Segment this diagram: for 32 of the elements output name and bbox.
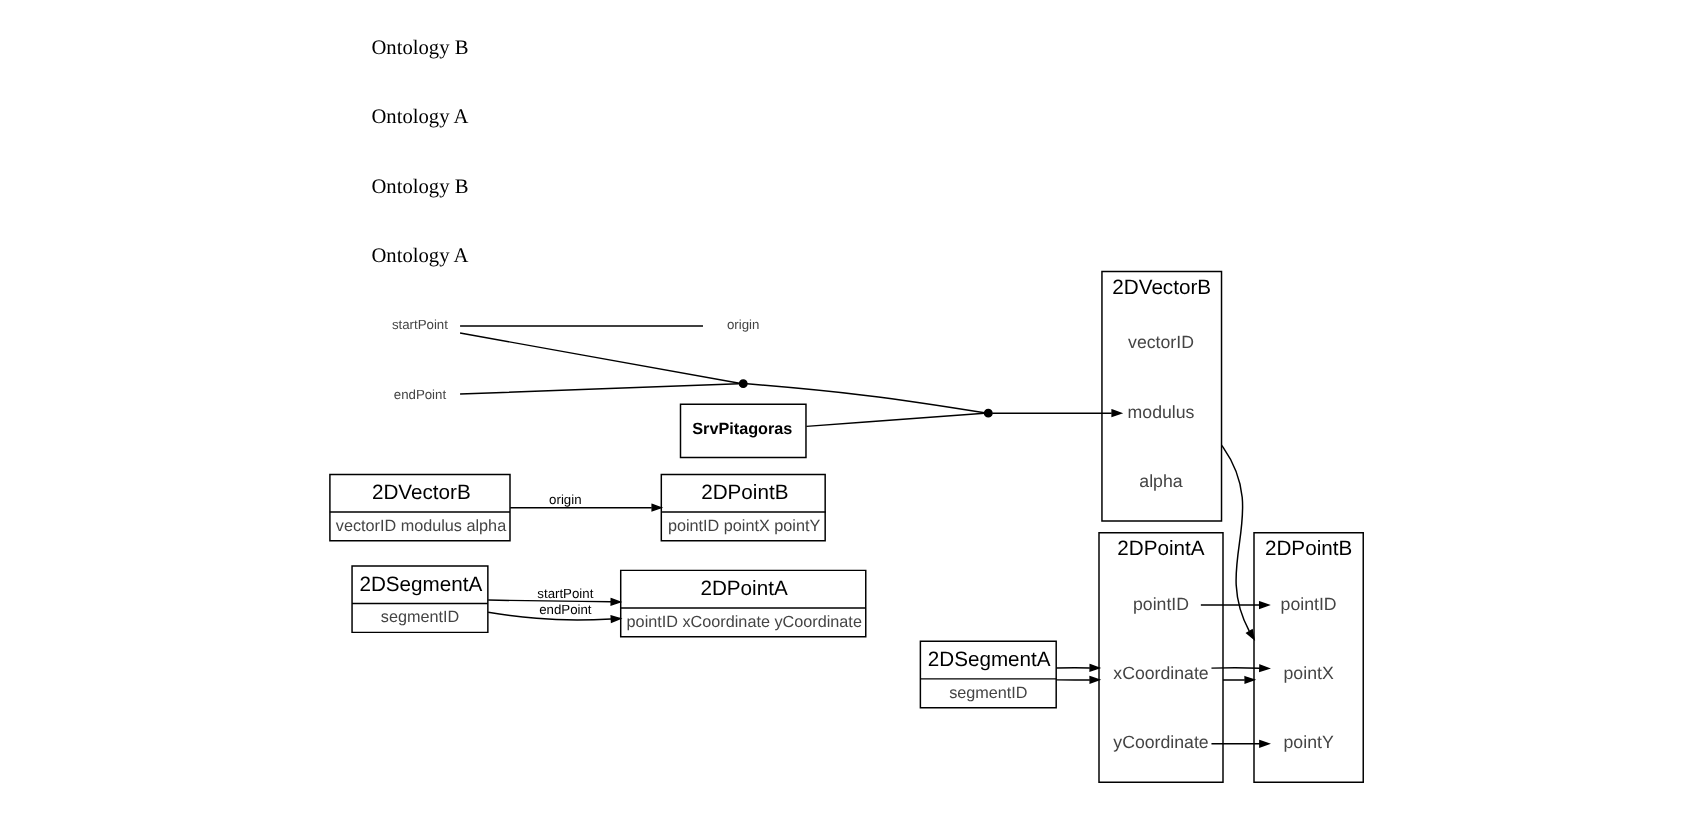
node-circle xyxy=(983,408,993,418)
node-text: modulus xyxy=(1127,401,1195,422)
arrow xyxy=(1200,600,1271,610)
connector xyxy=(459,332,741,384)
node-text: pointID xyxy=(1132,593,1190,614)
node-text: pointY xyxy=(1283,732,1334,753)
arrow xyxy=(1055,675,1102,685)
connector xyxy=(459,383,740,395)
connector xyxy=(805,412,986,428)
node-text: alpha xyxy=(1139,471,1183,492)
arrow xyxy=(1222,675,1257,685)
node-circle xyxy=(738,379,748,389)
arrow xyxy=(991,409,1124,418)
node-text: xCoordinate xyxy=(1113,663,1209,684)
label: Ontology B xyxy=(371,38,469,61)
arrow xyxy=(487,597,623,606)
arrow xyxy=(1210,739,1271,748)
label: Ontology A xyxy=(371,246,469,269)
arrow xyxy=(1220,444,1256,641)
label: Ontology B xyxy=(371,176,469,199)
node-text: vectorID xyxy=(1128,332,1194,353)
node-box: SrvPitagoras xyxy=(679,403,807,459)
node-text: pointX xyxy=(1283,663,1334,684)
node-text: yCoordinate xyxy=(1113,732,1209,753)
arrow xyxy=(1055,663,1102,673)
node-text: pointID xyxy=(1280,593,1337,614)
connector xyxy=(746,383,986,414)
label: Ontology A xyxy=(371,107,469,130)
arrow xyxy=(1210,664,1271,673)
connector xyxy=(459,325,704,327)
arrow xyxy=(487,611,623,624)
arrow xyxy=(509,503,664,512)
